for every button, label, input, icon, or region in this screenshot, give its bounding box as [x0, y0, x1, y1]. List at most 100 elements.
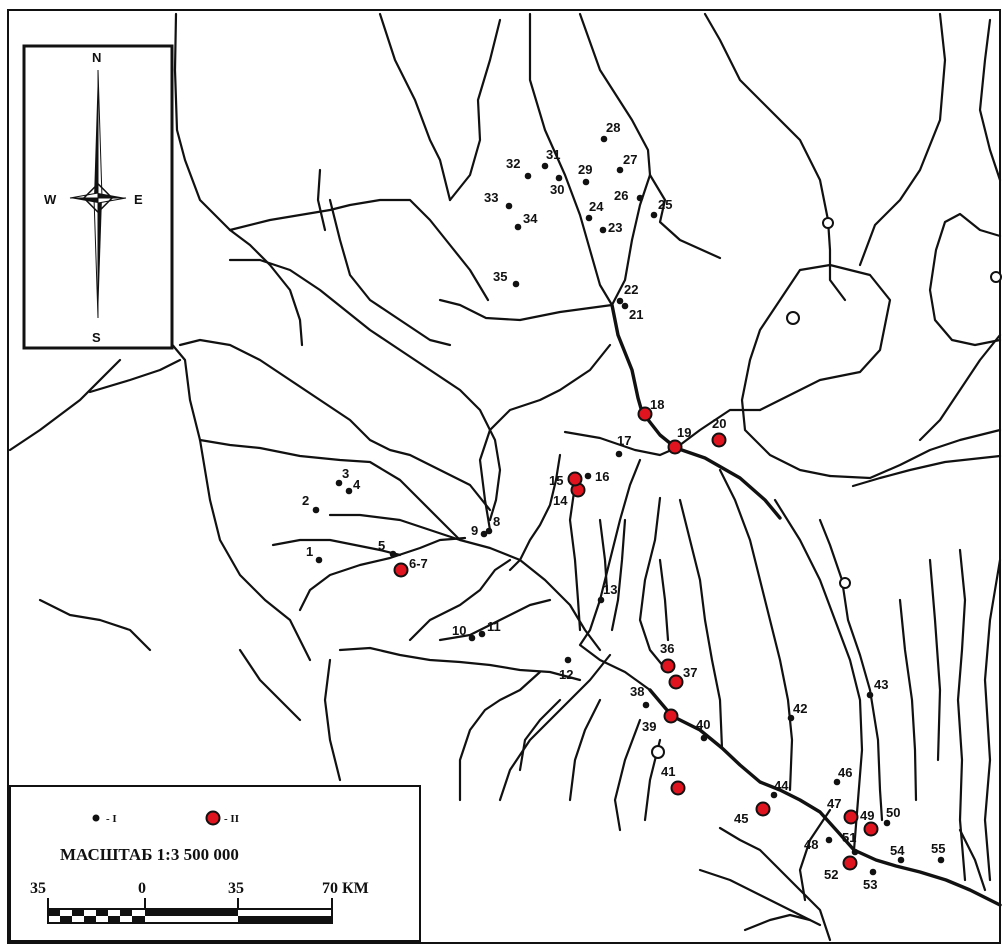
site-marker: 25	[650, 197, 672, 219]
site-marker: 50	[883, 805, 900, 827]
river-network	[8, 12, 1002, 942]
site-dot-type-1	[851, 848, 859, 856]
site-dot-type-1	[825, 836, 833, 844]
site-marker: 17	[615, 433, 631, 458]
site-label: 17	[617, 433, 631, 448]
site-dot-type-2	[863, 821, 879, 837]
site-dot-type-2	[660, 658, 676, 674]
site-dot-type-2	[393, 562, 409, 578]
legend-box: - I - II МАСШТАБ 1:3 500 000 35 0 35 70 …	[9, 785, 421, 942]
site-marker: 54	[890, 843, 905, 864]
site-label: 1	[306, 544, 313, 559]
scale-tick-label-3: 35	[228, 880, 244, 897]
site-marker: 5	[378, 538, 397, 558]
site-dot-type-2	[663, 708, 679, 724]
site-label: 6-7	[409, 556, 428, 571]
site-marker: 21	[621, 302, 643, 322]
site-marker: 3	[335, 466, 349, 487]
site-label: 4	[353, 477, 361, 492]
site-dot-type-2	[843, 809, 859, 825]
site-marker: 40	[696, 717, 710, 742]
site-dot-type-1	[541, 162, 549, 170]
site-dot-type-1	[584, 472, 592, 480]
site-dot-type-1	[616, 166, 624, 174]
site-dot-type-2	[567, 471, 583, 487]
site-label: 33	[484, 190, 498, 205]
legend-type-2-label: - II	[224, 813, 239, 825]
site-dot-type-1	[555, 174, 563, 182]
site-dot-type-1	[869, 868, 877, 876]
site-dot-type-1	[480, 530, 488, 538]
site-label: 16	[595, 469, 609, 484]
site-label: 20	[712, 416, 726, 431]
site-marker: 37	[668, 665, 697, 690]
site-marker: 48	[804, 836, 833, 852]
site-dot-type-1	[937, 856, 945, 864]
site-marker: 13	[597, 582, 617, 604]
site-dot-type-1	[897, 856, 905, 864]
site-dot-type-1	[597, 596, 605, 604]
site-marker: 12	[559, 656, 573, 682]
site-marker: 34	[514, 211, 538, 231]
site-dot-type-1	[866, 691, 874, 699]
site-label: 49	[860, 808, 874, 823]
site-marker: 45	[734, 801, 771, 826]
site-marker: 22	[616, 282, 638, 305]
site-marker: 29	[578, 162, 592, 186]
site-label: 23	[608, 220, 622, 235]
site-label: 14	[553, 493, 568, 508]
site-marker: 35	[493, 269, 520, 288]
site-marker: 43	[866, 677, 888, 699]
site-label: 2	[302, 493, 309, 508]
lakes	[651, 217, 1002, 759]
site-marker: 10	[452, 623, 476, 642]
compass-east-label: E	[134, 192, 143, 207]
site-marker: 6-7	[393, 556, 428, 578]
site-label: 38	[630, 684, 644, 699]
site-label: 32	[506, 156, 520, 171]
site-dot-type-1	[514, 223, 522, 231]
compass-south-label: S	[92, 330, 101, 345]
site-dot-type-1	[600, 135, 608, 143]
site-dot-type-1	[315, 556, 323, 564]
site-marker: 42	[787, 701, 807, 722]
site-label: 9	[471, 523, 478, 538]
site-marker: 1	[306, 544, 323, 564]
site-label: 53	[863, 877, 877, 892]
site-marker: 53	[863, 868, 877, 892]
site-marker: 47	[827, 796, 859, 825]
scale-tick-label-4: 70 КМ	[322, 880, 369, 897]
site-dot-type-1	[615, 450, 623, 458]
scale-text: МАСШТАБ 1:3 500 000	[60, 845, 239, 864]
site-dot-type-1	[770, 791, 778, 799]
site-dot-type-2	[842, 855, 858, 871]
site-label: 15	[549, 473, 563, 488]
site-dot-type-1	[345, 487, 353, 495]
site-marker: 39	[642, 708, 679, 734]
site-dot-type-1	[312, 506, 320, 514]
site-marker: 41	[661, 764, 686, 796]
site-label: 47	[827, 796, 841, 811]
site-label: 48	[804, 837, 818, 852]
site-dot-type-1	[616, 297, 624, 305]
legend-type-1-marker	[92, 814, 100, 822]
site-dot-type-1	[621, 302, 629, 310]
site-dot-type-2	[755, 801, 771, 817]
site-label: 52	[824, 867, 838, 882]
site-marker: 19	[667, 425, 691, 455]
site-label: 8	[493, 514, 500, 529]
site-marker: 36	[660, 641, 676, 674]
site-label: 55	[931, 841, 945, 856]
site-dot-type-1	[505, 202, 513, 210]
site-label: 26	[614, 188, 628, 203]
site-label: 29	[578, 162, 592, 177]
site-marker: 49	[860, 808, 879, 837]
site-marker: 11	[478, 619, 501, 638]
site-dot-type-1	[389, 550, 397, 558]
site-label: 10	[452, 623, 466, 638]
site-label: 36	[660, 641, 674, 656]
site-dot-type-1	[642, 701, 650, 709]
site-marker: 26	[614, 188, 644, 203]
